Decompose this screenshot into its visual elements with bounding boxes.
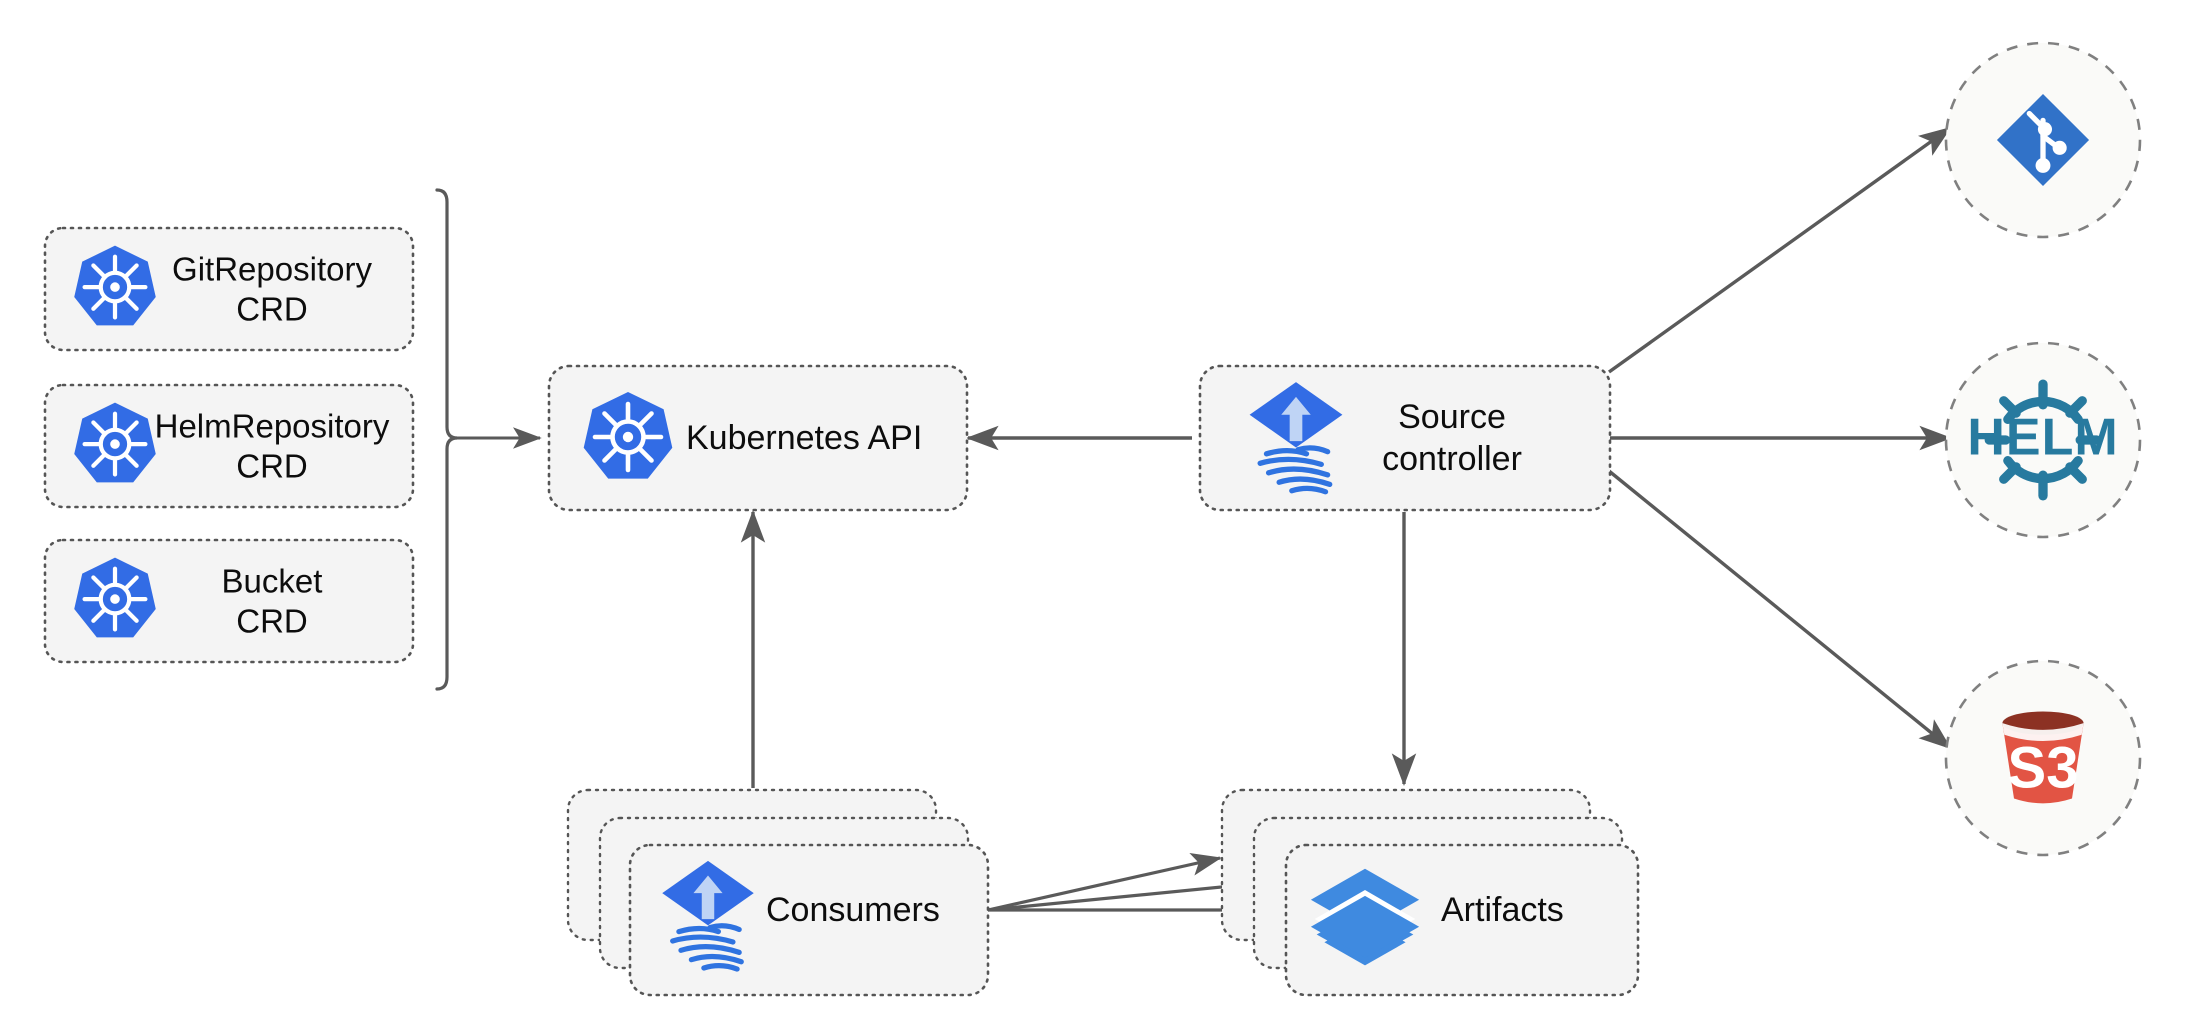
node-artifacts-label: Artifacts <box>1441 891 1564 929</box>
crd-group: GitRepository CRD HelmRepository CRD Buc… <box>43 226 415 664</box>
edge-consumers-to-artifacts-2 <box>987 875 1254 912</box>
node-kubernetes-api[interactable]: Kubernetes API <box>547 364 969 512</box>
crd-box-helmrepository[interactable]: HelmRepository CRD <box>43 383 415 509</box>
node-consumers[interactable]: Consumers <box>566 788 990 997</box>
edge-consumers-to-artifacts-1 <box>987 853 1222 912</box>
crd-box-gitrepository[interactable]: GitRepository CRD <box>43 226 415 352</box>
crd-label-line1: GitRepository <box>172 251 372 288</box>
node-consumers-label: Consumers <box>766 891 940 929</box>
node-kubernetes-api-label: Kubernetes API <box>686 419 922 457</box>
node-source-controller[interactable]: Source controller <box>1198 364 1612 512</box>
crd-label-line1: HelmRepository <box>155 408 390 445</box>
node-source-controller-label-line2: controller <box>1382 440 1522 478</box>
crd-label-line2: CRD <box>236 603 308 640</box>
crd-label-line2: CRD <box>236 448 308 485</box>
s3-wordmark: S3 <box>2008 735 2079 800</box>
helm-wordmark: HELM <box>1967 409 2118 467</box>
external-source-s3[interactable]: S3 <box>1944 659 2142 857</box>
edge-source-controller-to-git <box>1608 126 1952 374</box>
crd-label-line2: CRD <box>236 291 308 328</box>
crd-label-line1: Bucket <box>222 563 323 600</box>
node-source-controller-label-line1: Source <box>1398 398 1506 436</box>
node-artifacts[interactable]: Artifacts <box>1220 788 1640 997</box>
external-source-git[interactable] <box>1944 41 2142 239</box>
external-source-helm[interactable]: HELM <box>1944 341 2142 539</box>
crd-box-bucket[interactable]: Bucket CRD <box>43 538 415 664</box>
node-kubernetes-api-shape <box>547 364 969 512</box>
node-source-controller-shape <box>1198 364 1612 512</box>
crd-group-brace <box>435 188 458 691</box>
edge-layer <box>435 126 1953 922</box>
edge-source-controller-to-s3 <box>1607 469 1952 750</box>
external-source-helm-shape <box>1944 341 2142 539</box>
